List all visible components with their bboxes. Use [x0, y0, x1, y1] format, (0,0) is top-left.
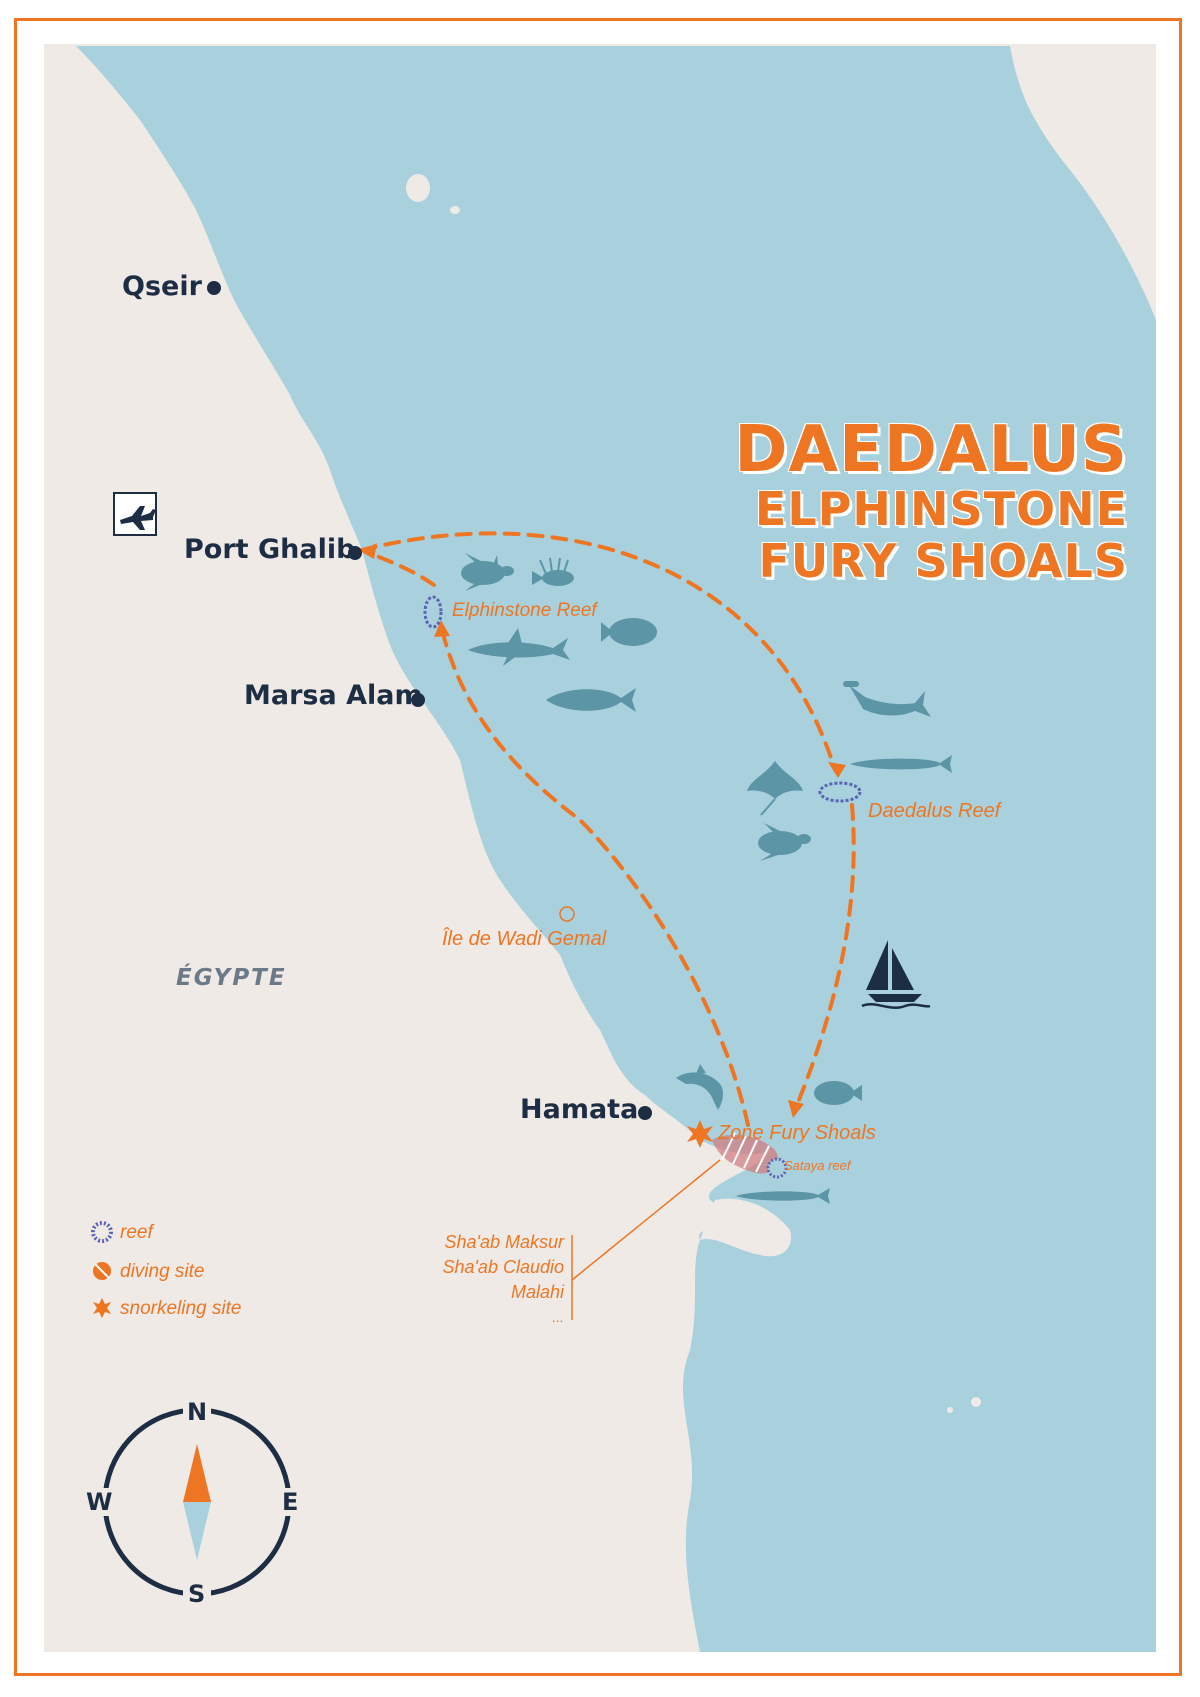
fury-site-4: ... [552, 1309, 564, 1325]
city-label-hamata[interactable]: Hamata [520, 1094, 639, 1125]
grouper-icon [601, 618, 657, 646]
compass-e: E [282, 1488, 299, 1516]
site-label-sataya[interactable]: Sataya reef [784, 1158, 851, 1173]
tuna-icon [546, 688, 636, 712]
title-line-1: DAEDALUS [734, 413, 1128, 487]
compass [97, 1402, 297, 1602]
route [360, 531, 856, 1127]
barracuda-icon [736, 1188, 830, 1204]
lionfish-icon [532, 557, 574, 586]
fury-zone-hatching [721, 1132, 770, 1173]
sataya-reef-marker[interactable] [766, 1157, 788, 1179]
legend-reef-label: reef [120, 1222, 153, 1243]
fury-site-2: Sha'ab Claudio [442, 1257, 564, 1277]
marsa-alam-dot[interactable] [411, 693, 425, 707]
legend-diving-label: diving site [120, 1261, 205, 1282]
compass-s: S [188, 1580, 206, 1608]
legend-snorkeling: snorkeling site [120, 1298, 241, 1320]
red-sea [76, 46, 1156, 1652]
compass-w: W [86, 1488, 113, 1516]
legend-diving: diving site [120, 1261, 205, 1283]
turtle-icon [758, 823, 811, 861]
wadi-gemal-marker[interactable] [559, 906, 575, 922]
dolphin-icon [676, 1064, 724, 1110]
snorkeling-star-icon [687, 1120, 713, 1148]
manta-ray-icon [747, 761, 803, 816]
legend-icons [91, 1221, 113, 1318]
legend-reef: reef [120, 1222, 153, 1244]
country-label: ÉGYPTE [176, 965, 287, 991]
island [971, 1397, 981, 1407]
title-line-2: ELPHINSTONE [754, 482, 1128, 536]
turtle-icon [461, 553, 514, 591]
southern-headland [700, 1198, 791, 1257]
daedalus-reef-marker[interactable] [818, 781, 862, 803]
fury-site-3: Malahi [510, 1282, 564, 1302]
city-label-marsa-alam[interactable]: Marsa Alam [244, 680, 423, 711]
port-ghalib-dot[interactable] [348, 546, 362, 560]
grouper-icon [814, 1081, 862, 1105]
qseir-dot[interactable] [207, 281, 221, 295]
site-label-elphinstone[interactable]: Elphinstone Reef [452, 600, 597, 621]
hammerhead-icon [843, 681, 931, 717]
route-arrowheads [360, 543, 846, 1118]
airport-icon [113, 492, 157, 536]
title-line-3: FURY SHOALS [758, 534, 1128, 588]
site-label-wadi-gemal[interactable]: Île de Wadi Gemal [442, 928, 607, 950]
island [450, 206, 460, 214]
elphinstone-reef-marker[interactable] [423, 595, 443, 629]
shark-icon [468, 628, 570, 666]
compass-n: N [187, 1398, 208, 1426]
site-label-daedalus[interactable]: Daedalus Reef [868, 800, 1001, 822]
fury-sites-list: Sha'ab Maksur Sha'ab Claudio Malahi ... [442, 1230, 564, 1330]
compass-needle-south [183, 1502, 211, 1560]
fury-site-1: Sha'ab Maksur [444, 1232, 565, 1252]
island [406, 174, 430, 202]
fury-callout-line [571, 1159, 721, 1281]
hamata-dot[interactable] [638, 1106, 652, 1120]
sea-animals [461, 553, 952, 1204]
barracuda-icon [850, 755, 952, 773]
city-label-qseir[interactable]: Qseir [122, 271, 202, 302]
island [947, 1407, 953, 1413]
compass-needle-north [183, 1444, 211, 1502]
legend-snorkeling-label: snorkeling site [120, 1298, 242, 1319]
city-label-port-ghalib[interactable]: Port Ghalib [184, 534, 356, 565]
site-label-zone-fury[interactable]: Zone Fury Shoals [718, 1122, 876, 1144]
sailboat-icon [861, 940, 931, 1009]
